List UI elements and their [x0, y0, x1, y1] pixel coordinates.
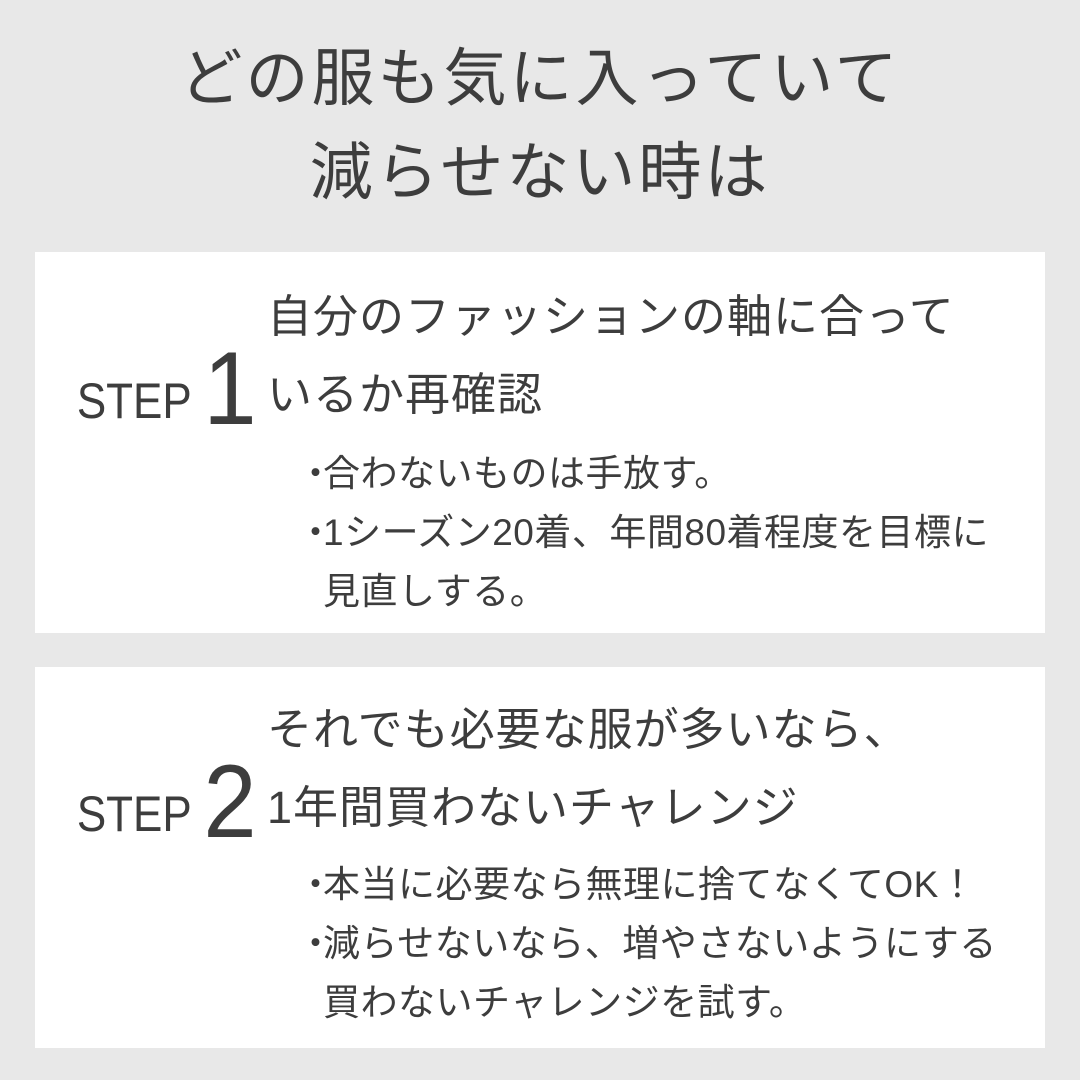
step-bullets-2: ・ 本当に必要なら無理に捨てなくてOK！ ・ 減らせないなら、増やさないようにす… — [297, 855, 1015, 1032]
step-number-2: 2 — [203, 744, 257, 860]
bullet-dot-icon: ・ — [297, 453, 335, 494]
step-badge-2: STEP 2 — [35, 691, 265, 860]
step-number-1: 1 — [203, 331, 257, 447]
title-line-1: どの服も気に入っていて — [179, 44, 901, 114]
step-heading-1: 自分のファッションの軸に合って いるか再確認 — [265, 278, 1045, 434]
step-heading-1-line-2: いるか再確認 — [267, 369, 544, 420]
step-card-1: STEP 1 自分のファッションの軸に合って いるか再確認 ・ 合わないものは手… — [35, 252, 1045, 633]
step-card-2: STEP 2 それでも必要な服が多いなら、 1年間買わないチャレンジ ・ 本当に… — [35, 667, 1045, 1048]
step-label-2: STEP — [76, 786, 192, 842]
bullet-text: 減らせないなら、増やさないようにする 買わないチャレンジを試す。 — [323, 923, 997, 1023]
bullet-text: 1シーズン20着、年間80着程度を目標に 見直しする。 — [323, 512, 990, 612]
step-label-1: STEP — [76, 373, 192, 429]
list-item: ・ 合わないものは手放す。 — [297, 444, 1015, 503]
page-title: どの服も気に入っていて 減らせない時は — [0, 32, 1080, 220]
bullet-dot-icon: ・ — [297, 512, 335, 553]
list-item: ・ 1シーズン20着、年間80着程度を目標に 見直しする。 — [297, 503, 1015, 621]
step-header-1: STEP 1 自分のファッションの軸に合って いるか再確認 — [35, 252, 1045, 447]
bullet-dot-icon: ・ — [297, 923, 335, 964]
title-line-2: 減らせない時は — [309, 138, 771, 208]
bullet-dot-icon: ・ — [297, 864, 335, 905]
step-heading-2-line-1: それでも必要な服が多いなら、 — [267, 704, 910, 755]
step-heading-2-line-2: 1年間買わないチャレンジ — [267, 782, 799, 833]
step-heading-1-line-1: 自分のファッションの軸に合って — [267, 291, 955, 342]
step-header-2: STEP 2 それでも必要な服が多いなら、 1年間買わないチャレンジ — [35, 667, 1045, 860]
list-item: ・ 本当に必要なら無理に捨てなくてOK！ — [297, 855, 1015, 914]
step-bullets-1: ・ 合わないものは手放す。 ・ 1シーズン20着、年間80着程度を目標に 見直し… — [297, 444, 1015, 621]
step-heading-2: それでも必要な服が多いなら、 1年間買わないチャレンジ — [265, 691, 1045, 847]
bullet-text: 本当に必要なら無理に捨てなくてOK！ — [323, 864, 977, 905]
step-badge-1: STEP 1 — [35, 278, 265, 447]
bullet-text: 合わないものは手放す。 — [323, 453, 732, 494]
list-item: ・ 減らせないなら、増やさないようにする 買わないチャレンジを試す。 — [297, 914, 1015, 1032]
